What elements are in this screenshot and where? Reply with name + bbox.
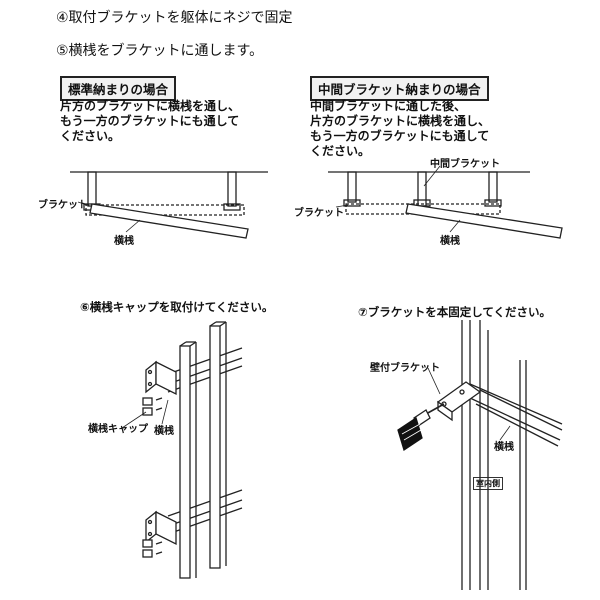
middle-side-bracket-label: ブラケット <box>294 208 344 219</box>
rail-final-position <box>85 204 245 216</box>
step5-heading: ⑤横桟をブラケットに通します。 <box>56 43 264 59</box>
standard-description: 片方のブラケットに横桟を通し、 もう一方のブラケットにも通して ください。 <box>60 99 240 144</box>
rail-cap-label: 横桟キャップ <box>88 424 148 435</box>
standard-figure <box>70 171 268 239</box>
right-bracket <box>484 171 502 207</box>
lower-rail-cap <box>142 539 163 558</box>
middle-desc-line: もう一方のブラケットにも通して <box>310 129 490 143</box>
middle-desc-line: 中間ブラケットに通した後、 <box>310 99 467 113</box>
middle-bracket-leader <box>423 165 441 187</box>
rail-leader <box>161 399 169 425</box>
rail <box>469 383 563 447</box>
middle-figure <box>328 165 563 239</box>
middle-desc-line: 片方のブラケットに横桟を通し、 <box>310 114 491 128</box>
fig6-rail-label: 横桟 <box>154 426 174 437</box>
lower-wall-bracket <box>145 510 177 546</box>
left-bracket <box>343 171 361 207</box>
bracket-leader <box>77 201 91 207</box>
middle-case-title: 中間ブラケット納まりの場合 <box>310 76 489 101</box>
wall-bracket-leader <box>427 367 441 395</box>
middle-description: 中間ブラケットに通した後、 片方のブラケットに横桟を通し、 もう一方のブラケット… <box>310 99 490 159</box>
post-front <box>179 345 191 579</box>
right-bracket <box>223 171 241 211</box>
step6-heading: ⑥横桟キャップを取付けてください。 <box>80 300 274 314</box>
fig7-figure <box>397 320 563 590</box>
bracket-leader <box>335 204 349 208</box>
upper-wall-bracket <box>145 360 177 396</box>
middle-bracket <box>413 171 431 207</box>
rail-inserting <box>405 203 563 239</box>
middle-bracket-label: 中間ブラケット <box>430 159 500 170</box>
middle-desc-line: ください。 <box>310 144 371 158</box>
post-back <box>209 325 221 569</box>
fig6-figure <box>121 321 243 579</box>
middle-rail-label: 横桟 <box>440 236 460 247</box>
wall-bracket-label: 壁付ブラケット <box>370 363 440 374</box>
rail-leader <box>499 425 511 441</box>
cap-leader <box>121 411 147 429</box>
standard-bracket-label: ブラケット <box>38 200 88 211</box>
standard-desc-line: もう一方のブラケットにも通して <box>60 114 240 128</box>
step4-heading: ④取付ブラケットを躯体にネジで固定 <box>56 10 293 26</box>
standard-desc-line: ください。 <box>60 129 121 143</box>
screwdriver-icon <box>397 403 445 452</box>
fig7-rail-label: 横桟 <box>494 442 514 453</box>
standard-rail-label: 横桟 <box>114 236 134 247</box>
rail-leader <box>449 219 461 233</box>
rail-inserting <box>89 203 249 239</box>
standard-desc-line: 片方のブラケットに横桟を通し、 <box>60 99 241 113</box>
step7-heading: ⑦ブラケットを本固定してください。 <box>358 305 552 319</box>
rail-leader <box>125 219 141 233</box>
standard-case-title: 標準納まりの場合 <box>60 76 177 101</box>
upper-rail-cap <box>142 397 163 416</box>
wall-bracket <box>436 381 482 422</box>
